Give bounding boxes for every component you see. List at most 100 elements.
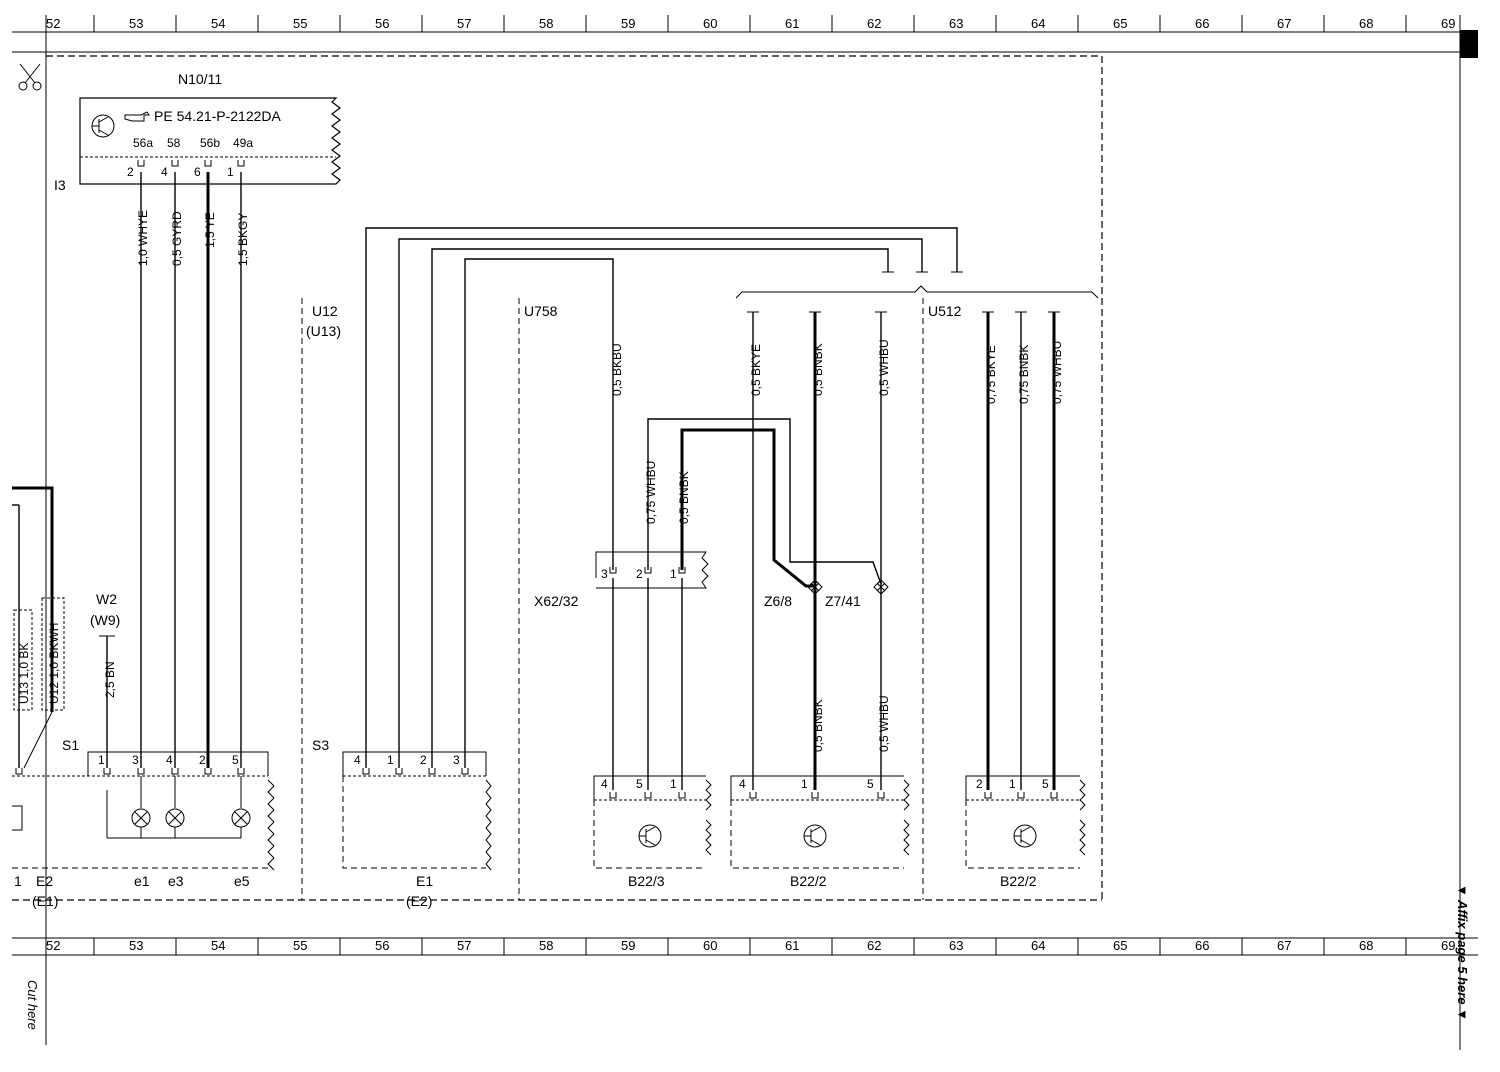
s3-pin-number: 3 <box>453 753 460 767</box>
module-e2-alt: (E1) <box>32 893 58 909</box>
top-ruler-label: 65 <box>1113 16 1127 31</box>
bottom-ruler-label: 62 <box>867 938 881 953</box>
pin-terminal <box>204 160 212 167</box>
u12-label: U12 <box>312 303 338 319</box>
pin-terminal <box>811 792 819 799</box>
page-marker <box>1460 30 1478 58</box>
bottom-ruler-label: 54 <box>211 938 225 953</box>
s3-pin-number: 4 <box>354 753 361 767</box>
w2-wire-label: 2,5 BN <box>103 661 117 698</box>
s1-label: S1 <box>62 737 79 753</box>
bottom-ruler-label: 52 <box>46 938 60 953</box>
pin-terminal <box>237 160 245 167</box>
wire-label-4: 1,5 BKGY <box>236 213 250 266</box>
pin-terminal <box>237 768 245 775</box>
b22-2-pin-number: 1 <box>801 777 808 791</box>
bottom-ruler-label: 59 <box>621 938 635 953</box>
wires-n10-11: 1,0 WHYE 0,5 GYRD 1,5 YE 1,5 BKGY <box>136 172 250 768</box>
w2-label: W2 <box>96 591 117 607</box>
pin-terminal <box>395 768 403 775</box>
connector-pin-number: 1 <box>670 567 677 581</box>
splice-z6-8-icon <box>807 579 823 595</box>
s1-pin-number: 1 <box>98 753 105 767</box>
bottom-ruler-label: 66 <box>1195 938 1209 953</box>
module-pin-name: 56a <box>133 136 153 150</box>
lamp-icon <box>131 776 151 838</box>
transistor-icon <box>1013 824 1037 848</box>
module-pin-name: 58 <box>167 136 181 150</box>
bus-wires <box>365 227 1099 768</box>
u758-wire-top: 0,5 BKBU <box>610 343 624 396</box>
u12-alt-label: (U13) <box>306 323 341 339</box>
bottom-ruler-label: 68 <box>1359 938 1373 953</box>
s1-pin-number: 3 <box>132 753 139 767</box>
splice-z7-41-icon <box>873 579 889 595</box>
b22-2-right-pin-number: 2 <box>976 777 983 791</box>
lamp-label: e5 <box>234 873 250 889</box>
b22-2-pin-number: 4 <box>739 777 746 791</box>
pin-terminal <box>171 768 179 775</box>
lamp-label: e1 <box>134 873 150 889</box>
bottom-ruler-label: 69 <box>1441 938 1455 953</box>
module-pin-number: 1 <box>227 165 234 179</box>
module-pin-number: 2 <box>127 165 134 179</box>
b22-2-wire-bottom-1: 0,5 BNBK <box>811 699 825 752</box>
u512-label: U512 <box>928 303 962 319</box>
module-pin-name: 49a <box>233 136 253 150</box>
top-ruler-label: 56 <box>375 16 389 31</box>
pin-terminal <box>644 567 652 574</box>
top-ruler-label: 59 <box>621 16 635 31</box>
top-ruler-label: 55 <box>293 16 307 31</box>
scissors-icon <box>18 63 42 91</box>
top-ruler-label: 61 <box>785 16 799 31</box>
pin-terminal <box>137 768 145 775</box>
left-wire-u13: U13 1,0 BK <box>17 643 31 704</box>
transistor-icon <box>803 824 827 848</box>
top-ruler-label: 66 <box>1195 16 1209 31</box>
pin-terminal <box>609 792 617 799</box>
affix-page-note: ▼ Affix page 5 here ▼ <box>1455 884 1470 1021</box>
top-ruler-label: 58 <box>539 16 553 31</box>
b22-2-wire-top-2: 0,5 BNBK <box>811 343 825 396</box>
bottom-ruler-label: 60 <box>703 938 717 953</box>
b22-3-pin-number: 1 <box>670 777 677 791</box>
bottom-ruler-label: 56 <box>375 938 389 953</box>
bottom-ruler-label: 53 <box>129 938 143 953</box>
module-b22-2-right: B22/2 <box>1000 873 1037 889</box>
left-wire-u12: U12 1,0 BKWH <box>47 623 61 704</box>
module-e2: E2 <box>36 873 53 889</box>
top-ruler-label: 68 <box>1359 16 1373 31</box>
pointing-hand-icon <box>124 111 150 122</box>
b22-3-pin-number: 4 <box>601 777 608 791</box>
b22-3-pin-number: 5 <box>636 777 643 791</box>
pin-terminal <box>1050 792 1058 799</box>
lamp-icon <box>165 776 185 838</box>
pin-terminal <box>984 792 992 799</box>
pin-terminal <box>609 567 617 574</box>
pin-terminal <box>678 792 686 799</box>
pin-terminal <box>678 567 686 574</box>
cut-here-note: Cut here <box>25 980 40 1030</box>
top-ruler-label: 62 <box>867 16 881 31</box>
module-b22-2-middle: B22/2 <box>790 873 827 889</box>
wire-label-2: 0,5 GYRD <box>170 211 184 266</box>
section-u12: U12 (U13) <box>301 298 341 900</box>
lamp-label: e3 <box>168 873 184 889</box>
splice-z7-41: Z7/41 <box>825 593 861 609</box>
top-ruler-label: 69 <box>1441 16 1455 31</box>
transistor-icon <box>91 114 115 138</box>
u512-wire-1: 0,75 BKYE <box>984 345 998 404</box>
module-e1-alt: (E2) <box>406 893 432 909</box>
pin-terminal <box>137 160 145 167</box>
pin-terminal <box>171 160 179 167</box>
pin-terminal <box>644 792 652 799</box>
frame-top-right <box>46 55 1103 900</box>
module-pin-name: 56b <box>200 136 220 150</box>
module-reference: PE 54.21-P-2122DA <box>154 108 282 124</box>
s1-left-num: 1 <box>14 873 22 889</box>
bottom-ruler-label: 61 <box>785 938 799 953</box>
wire-label-3: 1,5 YE <box>203 212 217 248</box>
